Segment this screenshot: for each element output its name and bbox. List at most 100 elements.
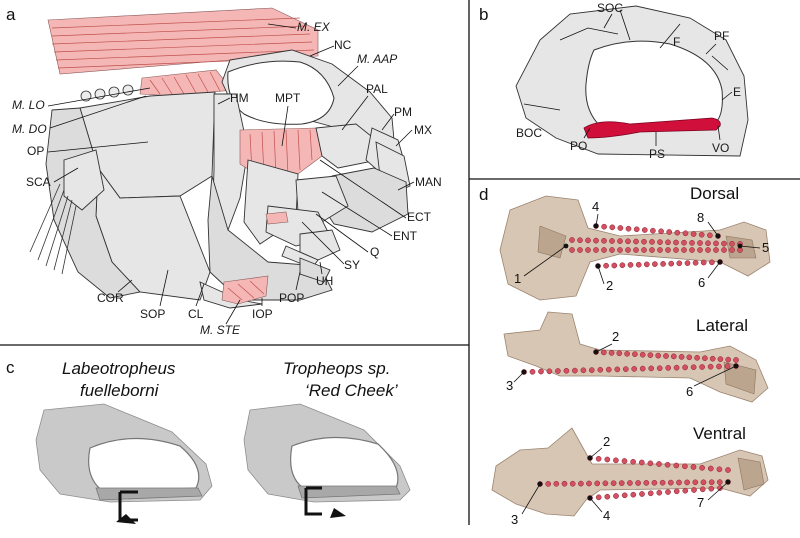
landmark-8: 8 bbox=[697, 210, 704, 225]
semi-landmark bbox=[649, 247, 655, 253]
semi-landmark bbox=[639, 491, 645, 497]
semi-landmark bbox=[643, 480, 650, 486]
hyomandibula bbox=[211, 93, 249, 231]
label-m-ex: M. EX bbox=[297, 20, 331, 34]
panel-b: b SOC F PF E BOC PO PS VO bbox=[479, 1, 749, 161]
label-mpt: MPT bbox=[275, 91, 301, 105]
semi-landmark bbox=[649, 239, 655, 245]
semi-landmark bbox=[682, 487, 689, 494]
label-cl: CL bbox=[188, 307, 204, 321]
label-pal: PAL bbox=[366, 82, 388, 96]
semi-landmark bbox=[690, 464, 697, 470]
semi-landmark bbox=[608, 350, 615, 356]
semi-landmark bbox=[621, 458, 628, 464]
semi-landmark bbox=[578, 480, 584, 487]
semi-landmark bbox=[580, 367, 587, 374]
semi-landmark bbox=[614, 366, 621, 373]
semi-landmark bbox=[613, 493, 619, 499]
semi-landmark bbox=[664, 461, 671, 468]
semi-landmark bbox=[725, 467, 731, 473]
semi-landmark bbox=[585, 237, 591, 244]
panel-d-letter: d bbox=[479, 185, 488, 204]
panel-a-labels: M. EX NC M. AAP M. LO HM MPT PAL M. DO P… bbox=[12, 20, 442, 337]
semi-landmark bbox=[705, 240, 711, 247]
panel-d: d Dorsal 4 8 5 1 2 6 Lateral bbox=[479, 184, 771, 527]
semi-landmark bbox=[611, 262, 618, 269]
semi-landmark bbox=[729, 247, 735, 253]
semi-landmark bbox=[681, 239, 687, 246]
semi-landmark bbox=[569, 247, 575, 253]
label-op: OP bbox=[27, 144, 44, 158]
skull-3d-right bbox=[243, 403, 411, 518]
label-man: MAN bbox=[415, 175, 442, 189]
landmark-labels-lateral: 2 3 6 bbox=[506, 329, 737, 399]
semi-landmark bbox=[686, 354, 693, 361]
semi-landmark bbox=[600, 349, 607, 356]
semi-landmark bbox=[684, 260, 691, 266]
semi-landmark bbox=[666, 229, 673, 235]
semi-landmark bbox=[673, 239, 679, 246]
semi-landmark bbox=[665, 239, 671, 246]
semi-landmark bbox=[656, 461, 662, 467]
semi-landmark bbox=[625, 225, 632, 232]
semi-landmark bbox=[651, 479, 658, 486]
label-m-lo: M. LO bbox=[12, 98, 45, 112]
label-sop: SOP bbox=[140, 307, 165, 321]
label-cor: COR bbox=[97, 291, 124, 305]
semi-landmark bbox=[699, 486, 706, 493]
label-mx: MX bbox=[414, 123, 432, 137]
semi-landmark bbox=[707, 465, 714, 472]
semi-landmark bbox=[601, 247, 607, 253]
semi-landmark bbox=[630, 458, 636, 465]
panel-c-letter: c bbox=[6, 358, 15, 377]
semi-landmark bbox=[538, 368, 544, 375]
semi-landmark bbox=[709, 355, 716, 362]
semi-landmark bbox=[621, 492, 628, 499]
view-lateral: Lateral bbox=[696, 316, 748, 335]
semi-landmark bbox=[633, 226, 640, 233]
semi-landmark bbox=[652, 261, 658, 267]
semi-landmark bbox=[716, 479, 723, 485]
landmark-ventral-4: 4 bbox=[603, 508, 610, 523]
label-f: F bbox=[673, 35, 680, 49]
semi-landmark bbox=[697, 240, 703, 246]
semi-landmark bbox=[702, 355, 708, 362]
semi-landmark bbox=[673, 247, 679, 253]
semi-landmark bbox=[713, 247, 719, 253]
semi-landmark bbox=[684, 479, 690, 486]
semi-landmark bbox=[603, 262, 609, 269]
semi-landmark bbox=[604, 493, 611, 500]
landmark-ventral-7: 7 bbox=[697, 495, 704, 510]
semi-landmark bbox=[593, 237, 599, 244]
semi-landmark bbox=[594, 480, 601, 487]
semi-landmark bbox=[595, 455, 602, 462]
semi-landmark bbox=[676, 479, 682, 486]
semi-landmark bbox=[613, 457, 619, 464]
panel-a: a bbox=[6, 5, 442, 337]
semi-landmark bbox=[692, 479, 699, 486]
label-ps: PS bbox=[649, 147, 665, 161]
label-m-aap: M. AAP bbox=[357, 52, 397, 66]
semi-landmark bbox=[604, 456, 611, 463]
label-hm: HM bbox=[230, 91, 249, 105]
semi-landmark bbox=[658, 228, 664, 235]
semi-landmark bbox=[705, 247, 711, 253]
semi-landmark bbox=[673, 364, 680, 371]
semi-landmark bbox=[643, 261, 650, 268]
semi-landmark bbox=[682, 463, 688, 470]
semi-landmark bbox=[624, 350, 630, 357]
semi-landmark bbox=[674, 229, 681, 236]
semi-landmark bbox=[597, 366, 604, 373]
semi-landmark bbox=[691, 487, 697, 493]
semi-landmark bbox=[700, 479, 707, 486]
semi-landmark bbox=[577, 237, 583, 244]
semi-landmark bbox=[641, 238, 647, 245]
species-left-line2: fuelleborni bbox=[80, 381, 160, 400]
semi-landmark bbox=[639, 351, 646, 358]
semi-landmark bbox=[721, 247, 727, 253]
semi-landmark bbox=[655, 352, 662, 359]
muscle-sternohyoideus bbox=[221, 275, 269, 305]
semi-landmark bbox=[601, 237, 607, 244]
semi-landmark bbox=[622, 366, 629, 372]
